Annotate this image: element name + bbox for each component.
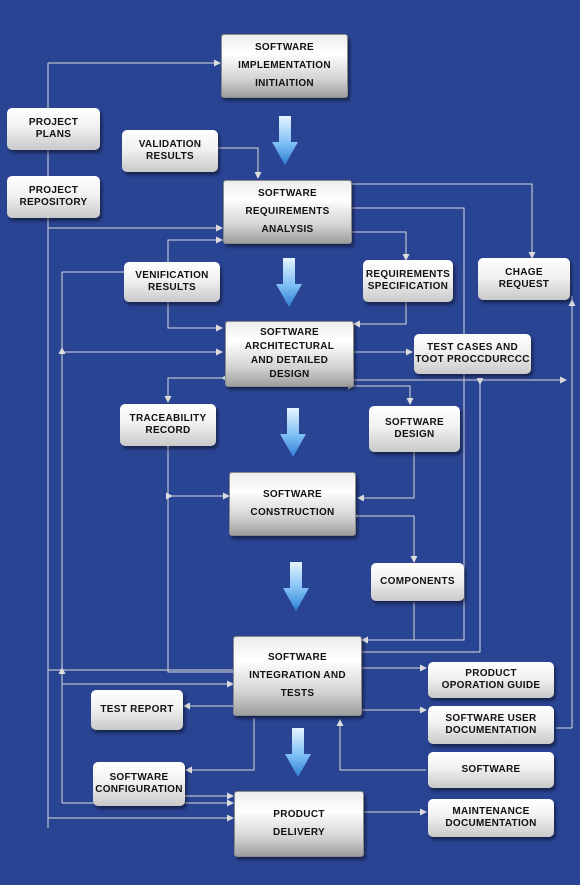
artifact-maintenance-documentation: MAINTENANCE DOCUMENTATION [428,799,554,837]
step-product-delivery: PRODUCT DELIVERY [234,791,364,857]
artifact-test-report: TEST REPORT [91,690,183,730]
flow-arrow-5 [285,728,311,777]
step-integration-tests: SOFTWARE INTEGRATION AND TESTS [233,636,362,716]
artifact-traceability-record: TRACEABILITY RECORD [120,404,216,446]
step-construction: SOFTWARE CONSTRUCTION [229,472,356,536]
step-architectural-design: SOFTWARE ARCHITECTURAL AND DETAILED DESI… [225,321,354,387]
step-initiation: SOFTWARE IMPLEMENTATION INITIAITION [221,34,348,98]
flow-arrow-4 [283,562,309,611]
connector-verification-design [164,294,223,332]
connector-requirements-change [352,183,536,259]
connector-design-traceability [164,374,228,403]
connector-construction-components [352,512,418,563]
step-requirements-analysis: SOFTWARE REQUIREMENTS ANALYSIS [223,180,352,244]
connector-testcases-integration [360,378,484,653]
artifact-project-plans: PROJECT PLANS [7,108,100,150]
connector-integration-configuration [185,718,255,774]
flow-arrow-2 [276,258,302,307]
connector-requirements-spec [346,228,410,261]
connector-verification-requirements [164,236,223,268]
artifact-verification-results: VENIFICATION RESULTS [124,262,220,302]
artifact-test-cases: TEST CASES AND TOOT PROCCDURCCC [414,334,531,374]
artifact-software-configuration: SOFTWARE CONFIGURATION [93,762,185,806]
flow-arrow-3 [280,408,306,457]
artifact-requirements-specification: REQUIREMENTS SPECIFICATION [363,260,453,302]
connector-software-integration [336,719,426,771]
artifact-software-design: SOFTWARE DESIGN [369,406,460,452]
artifact-product-operation-guide: PRODUCT OPORATION GUIDE [428,662,554,698]
connector-traceability-integration [164,442,233,673]
artifact-components: COMPONENTS [371,563,464,601]
connector-swdesign-construction [357,452,415,502]
artifact-change-request: CHAGE REQUEST [478,258,570,300]
artifact-software-user-documentation: SOFTWARE USER DOCUMENTATION [428,706,554,744]
flow-arrow-1 [272,116,298,165]
connector-design-swdesign [348,382,414,405]
connector-validation-requirements [212,144,262,179]
connector-spec-design [353,300,407,328]
artifact-project-repository: PROJECT REPOSITORY [7,176,100,218]
artifact-validation-results: VALIDATION RESULTS [122,130,218,172]
artifact-software: SOFTWARE [428,752,554,788]
connector-components-integration [361,602,415,644]
